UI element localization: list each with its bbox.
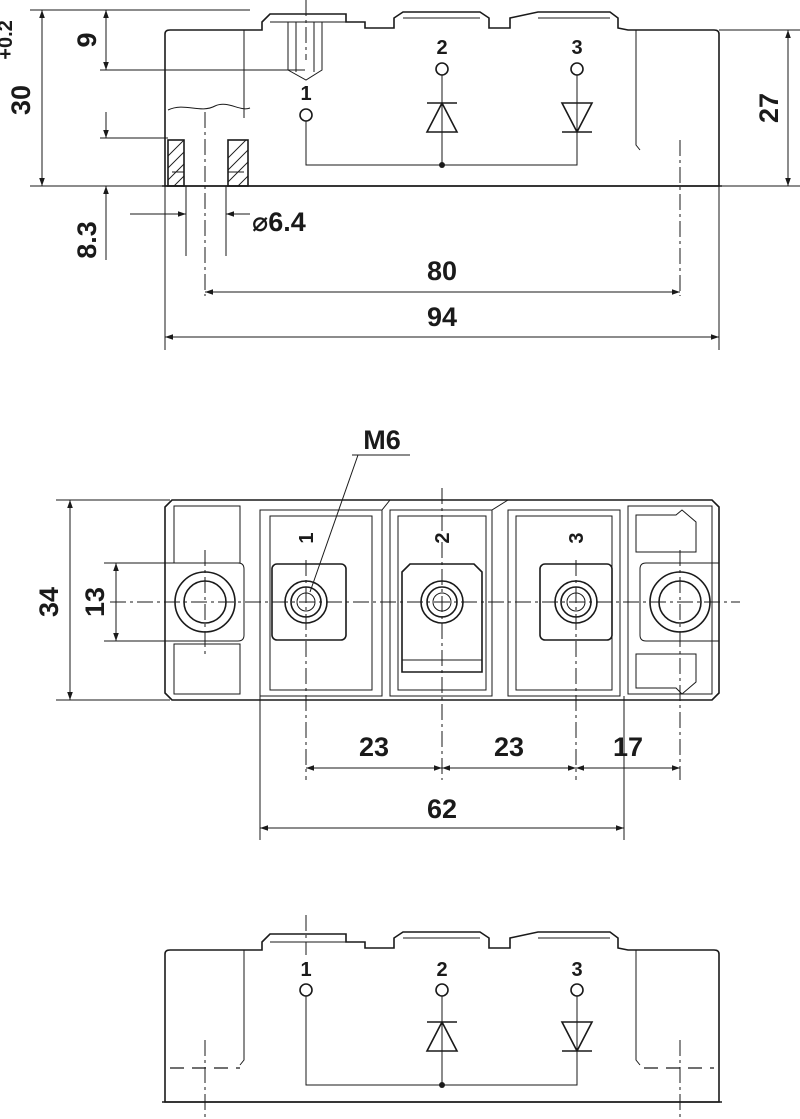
top-view-middle: 1 2 3 M6 34 13 23 23 17 62 xyxy=(34,425,740,840)
dim-terminal-height: 9 xyxy=(72,32,102,47)
thread-callout: M6 xyxy=(363,425,401,455)
pin-label-2: 2 xyxy=(436,37,447,59)
pin-label-3: 3 xyxy=(571,959,582,981)
dim-spacing-3-end: 17 xyxy=(613,732,643,762)
dim-span-1-end: 62 xyxy=(427,794,457,824)
dim-height-tolerance: +0.2 xyxy=(0,20,17,59)
pin-label-2: 2 xyxy=(432,532,454,543)
dim-hole-pitch: 80 xyxy=(427,256,457,286)
side-view-top: 1 2 3 30 +0.2 9 8.3 xyxy=(0,0,800,350)
pin-label-1: 1 xyxy=(296,532,318,543)
dim-base-depth: 8.3 xyxy=(72,221,102,259)
diode-icon xyxy=(425,1020,459,1052)
dim-body-height: 27 xyxy=(754,93,784,123)
diode-icon xyxy=(425,101,459,133)
diode-icon xyxy=(560,102,594,134)
dim-terminal-width: 13 xyxy=(80,587,110,617)
pin-label-1: 1 xyxy=(300,959,311,981)
pin-label-3: 3 xyxy=(566,532,588,543)
dim-total-height: 30 xyxy=(6,85,36,115)
dim-spacing-2-3: 23 xyxy=(494,732,524,762)
dim-overall-width: 34 xyxy=(34,587,64,617)
side-view-bottom: 1 2 3 xyxy=(162,915,722,1119)
pin-label-1: 1 xyxy=(300,83,311,105)
pin-label-3: 3 xyxy=(571,37,582,59)
dim-spacing-1-2: 23 xyxy=(359,732,389,762)
pin-label-2: 2 xyxy=(436,959,447,981)
diode-icon xyxy=(560,1021,594,1053)
dim-overall-length: 94 xyxy=(427,302,457,332)
dim-hole-diameter: ⌀6.4 xyxy=(252,207,306,237)
